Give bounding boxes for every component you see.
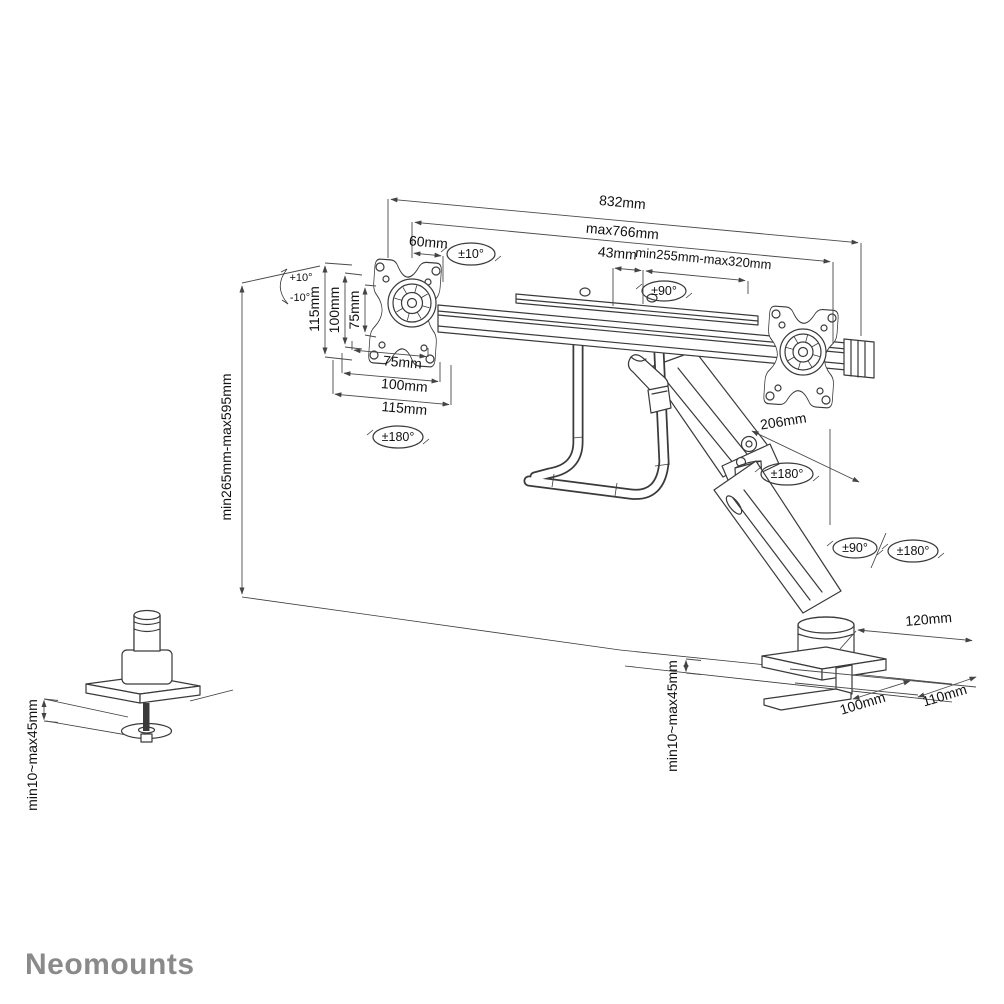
elbow-rotate-label: ±180° (771, 467, 804, 481)
slide-range-label: min255mm-max320mm (635, 245, 772, 273)
grommet-post (133, 609, 161, 621)
clamp-hook (763, 688, 852, 711)
rail-end-cap (843, 338, 875, 379)
tilt-indicator: +10° -10° (279, 268, 313, 305)
crossbar-swivel-label: ±10° (458, 247, 484, 261)
vesa-rotate-bubble: ±90° (635, 280, 693, 302)
vesa-h75-label: 75mm (382, 352, 422, 371)
base-swivel-bubble: ±90° (826, 537, 884, 559)
height-range-label: min265mm-max595mm (218, 373, 234, 520)
dimension-labels: 832mm max766mm 60mm 43mm min255mm-max320… (24, 192, 969, 811)
elbow-bolt (740, 435, 758, 453)
grommet-rod (143, 703, 150, 731)
crossbar-swivel-bubble: ±10° (440, 242, 502, 266)
crossbar-rotate-bubble: ±180° (366, 425, 430, 449)
arm-reach-label: 206mm (759, 410, 808, 433)
left-vesa-plate (368, 258, 442, 368)
desk-thickness-clamp-label: min10~max45mm (664, 660, 680, 772)
elbow-rotate-bubble: ±180° (754, 462, 820, 486)
desk-thickness-grommet-label: min10~max45mm (24, 699, 40, 811)
base-rotate-bubble: ±180° (881, 539, 945, 563)
crossbar-rotate-label: ±180° (382, 430, 415, 444)
vesa-h100-label: 100mm (380, 375, 428, 395)
dimension-lines (41, 197, 977, 723)
tilt-up-label: +10° (289, 272, 312, 284)
base-depth-label: 120mm (905, 609, 953, 629)
crossbar-rail (437, 287, 875, 379)
grommet-block (121, 649, 173, 685)
cable-slot (725, 495, 743, 515)
total-width-label: 832mm (598, 192, 646, 212)
right-vesa-hub (779, 328, 827, 376)
right-vesa-plate (763, 305, 839, 409)
vesa-v100-label: 100mm (326, 287, 342, 334)
neomounts-logo: Neomounts (25, 948, 195, 981)
grommet-mount-detail (85, 609, 201, 743)
vesa-h115-label: 115mm (381, 398, 428, 418)
left-vesa-hub (387, 278, 437, 328)
cable-hook (627, 354, 672, 414)
rail-screw (579, 287, 591, 297)
vesa-v75-label: 75mm (346, 291, 362, 330)
base-swivel-label: ±90° (842, 541, 868, 555)
crossbar-support-tube (523, 335, 671, 500)
hub-offset-label: 43mm (597, 243, 637, 262)
desk-clamp-base (761, 616, 887, 711)
vesa-v115-label: 115mm (306, 286, 322, 332)
rotation-annotations: ±10° ±90° ±180° ±180° ±90° ±180° (279, 242, 945, 569)
max-width-label: max766mm (585, 220, 659, 243)
base-110-label: 110mm (920, 681, 968, 710)
tilt-down-label: -10° (290, 292, 310, 304)
end-offset-label: 60mm (408, 232, 448, 251)
base-rotate-label: ±180° (897, 544, 930, 558)
vesa-rotate-label: ±90° (651, 284, 677, 298)
slash-divider (870, 532, 887, 569)
